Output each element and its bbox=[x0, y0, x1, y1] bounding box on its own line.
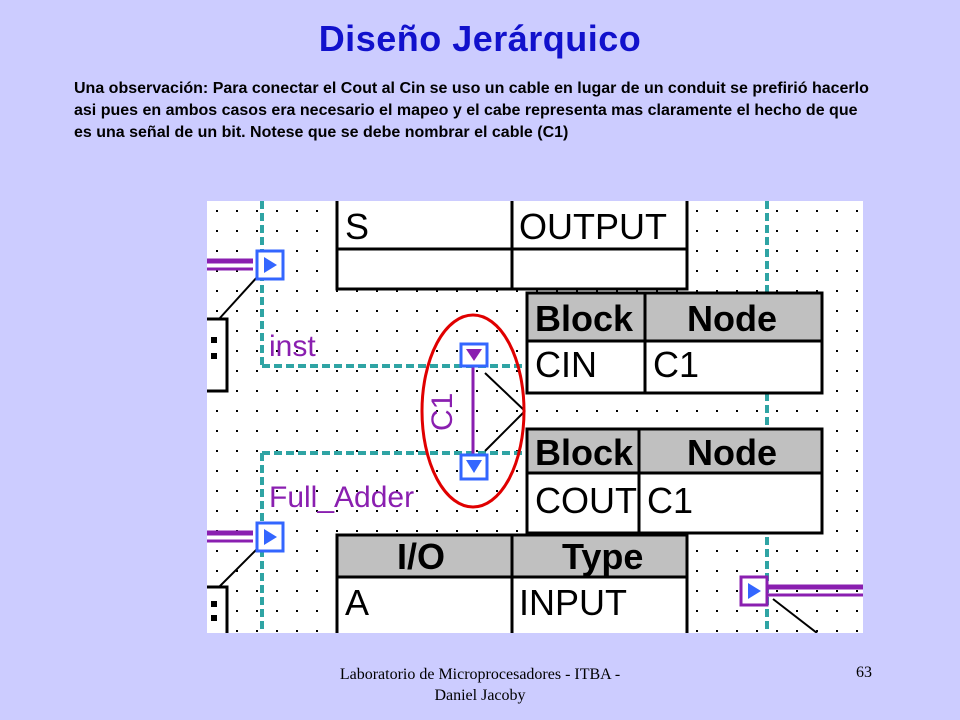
port-arrow-icon[interactable] bbox=[255, 249, 285, 281]
instance-label: inst bbox=[269, 330, 316, 363]
table-header: Node bbox=[687, 432, 777, 473]
cout-mapping-table[interactable]: Block Node COUT C1 bbox=[525, 427, 824, 535]
highlight-ellipse bbox=[420, 313, 526, 509]
table-cell: INPUT bbox=[519, 582, 627, 623]
io-table: I/O Type A INPUT bbox=[335, 533, 689, 633]
table-header: Block bbox=[535, 432, 634, 473]
slide-title: Diseño Jerárquico bbox=[318, 18, 642, 59]
port-down-arrow-icon[interactable] bbox=[459, 342, 489, 368]
slide-body-text: Una observación: Para conectar el Cout a… bbox=[74, 80, 869, 141]
table-cell: A bbox=[345, 582, 369, 623]
input-conduit bbox=[207, 258, 260, 588]
output-conduit bbox=[767, 584, 863, 633]
port-down-arrow-icon[interactable] bbox=[459, 453, 489, 481]
table-header: I/O bbox=[397, 536, 445, 577]
c1-wire[interactable]: C1 bbox=[426, 361, 526, 457]
footer-credit: Laboratorio de Microprocesadores - ITBA … bbox=[339, 666, 621, 704]
table-cell: OUTPUT bbox=[519, 206, 667, 247]
table-cell: C1 bbox=[653, 344, 699, 385]
table-cell: CIN bbox=[535, 344, 597, 385]
block-name-label: Full_Adder bbox=[269, 481, 414, 514]
table-cell: C1 bbox=[647, 480, 693, 521]
wire-name-label: C1 bbox=[426, 393, 459, 431]
table-header: Node bbox=[687, 298, 777, 339]
block-border bbox=[260, 201, 769, 633]
schematic-screenshot: S OUTPUT Block Node CIN C1 Block Node CO… bbox=[207, 201, 863, 633]
page-number: 63 bbox=[856, 664, 872, 681]
table-header: Type bbox=[562, 536, 643, 577]
cin-mapping-table[interactable]: Block Node CIN C1 bbox=[525, 291, 824, 395]
top-io-table: S OUTPUT bbox=[335, 201, 689, 291]
table-header: Block bbox=[535, 298, 634, 339]
port-arrow-icon[interactable] bbox=[255, 521, 285, 553]
table-cell: S bbox=[345, 206, 369, 247]
left-block-fragment bbox=[207, 317, 229, 633]
port-arrow-icon[interactable] bbox=[739, 575, 769, 607]
table-cell: COUT bbox=[535, 480, 637, 521]
